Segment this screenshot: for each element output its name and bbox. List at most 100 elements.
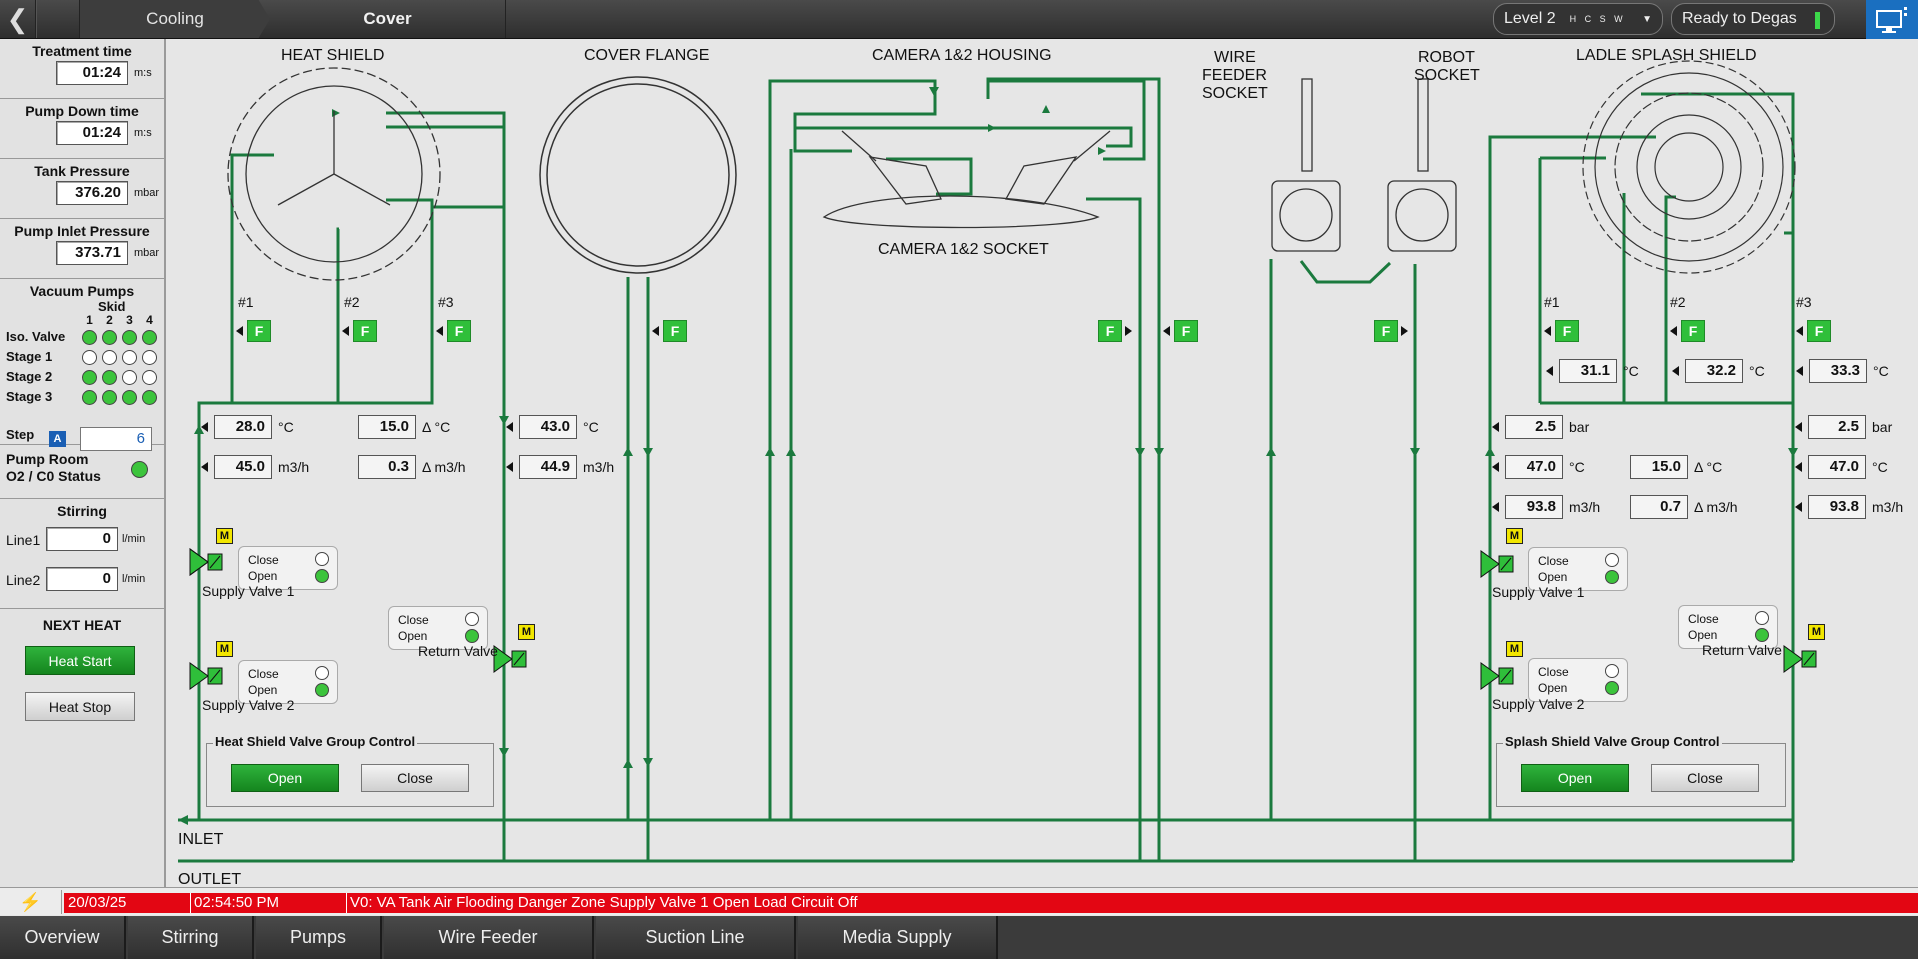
splash-shield-open-button[interactable]: Open [1521, 764, 1629, 792]
close-indicator [315, 552, 329, 566]
flow-badge-hs1[interactable]: F [247, 320, 271, 342]
flow-badge-camera2[interactable]: F [1174, 320, 1198, 342]
open-indicator [1605, 570, 1619, 584]
hs-return-valve-icon[interactable] [492, 644, 528, 674]
pump-status-indicator [82, 370, 97, 385]
heat-start-button[interactable]: Heat Start [25, 646, 135, 675]
tab-overview[interactable]: Overview [0, 916, 126, 959]
tab-pumps[interactable]: Pumps [256, 916, 382, 959]
flow-badge-hs3[interactable]: F [447, 320, 471, 342]
hs-outlet-temp-unit: °C [583, 419, 599, 435]
pump-status-indicator [122, 390, 137, 405]
hs-delta-flow-unit: Δ m3/h [422, 459, 466, 475]
ladle-temp-2: 32.2°C [1672, 359, 1765, 383]
ladle-supply-valve-1-icon[interactable] [1479, 549, 1515, 579]
tab-wire-feeder[interactable]: Wire Feeder [384, 916, 594, 959]
splash-shield-close-button[interactable]: Close [1651, 764, 1759, 792]
heat-stop-button[interactable]: Heat Stop [25, 692, 135, 721]
pump-status-indicator [142, 350, 157, 365]
open-indicator [465, 629, 479, 643]
wire-feeder-line1: WIRE [1214, 49, 1256, 66]
ladle-delta-temp-unit: Δ °C [1694, 459, 1723, 475]
cooling-diagram: HEAT SHIELD COVER FLANGE CAMERA 1&2 HOUS… [166, 39, 1918, 888]
hs-supply-valve-1-icon[interactable] [188, 547, 224, 577]
breadcrumb-cover: Cover [270, 0, 506, 38]
back-arrow-icon[interactable]: ❮ [0, 0, 36, 38]
open-label: Open [248, 569, 278, 583]
inlet-label: INLET [178, 831, 224, 848]
camera-socket-title: CAMERA 1&2 SOCKET [878, 241, 1049, 258]
heat-shield-group-control: Heat Shield Valve Group Control Open Clo… [206, 734, 494, 807]
ready-to-degas-button[interactable]: Ready to Degas [1671, 3, 1835, 35]
close-label: Close [1688, 612, 1719, 626]
hs-inlet-flow-unit: m3/h [278, 459, 310, 475]
pump-status-indicator [142, 330, 157, 345]
hs-return-manual-badge: M [518, 624, 535, 640]
close-label: Close [248, 553, 279, 567]
flow-badge-ladle1[interactable]: F [1555, 320, 1579, 342]
alarm-message: V0: VA Tank Air Flooding Danger Zone Sup… [350, 894, 858, 911]
tab-media-supply[interactable]: Media Supply [798, 916, 998, 959]
ladle-outlet-temp: 47.0°C [1795, 455, 1888, 479]
wire-feeder-line3: SOCKET [1202, 85, 1268, 102]
open-label: Open [248, 683, 278, 697]
flow-badge-camera[interactable]: F [1098, 320, 1122, 342]
ladle-temp-3-unit: °C [1873, 363, 1889, 379]
tab-stirring[interactable]: Stirring [128, 916, 254, 959]
next-heat-title: NEXT HEAT [42, 617, 122, 633]
ladle-return-valve-icon[interactable] [1782, 644, 1818, 674]
breadcrumb-cooling[interactable]: Cooling [80, 0, 270, 38]
skid-col-1: 1 [86, 313, 93, 327]
heat-shield-open-button[interactable]: Open [231, 764, 339, 792]
hs-delta-temp-unit: Δ °C [422, 419, 451, 435]
splash-shield-group-control: Splash Shield Valve Group Control Open C… [1496, 734, 1786, 807]
ladle-outlet-flow-unit: m3/h [1872, 499, 1904, 515]
step-mode-badge[interactable]: A [49, 431, 66, 447]
flow-badge-ladle3[interactable]: F [1807, 320, 1831, 342]
wire-feeder-line2: FEEDER [1202, 67, 1267, 84]
heat-shield-close-button[interactable]: Close [361, 764, 469, 792]
flow-badge-hs2[interactable]: F [353, 320, 377, 342]
hs-inlet-temp-unit: °C [278, 419, 294, 435]
header-spacer [36, 0, 80, 38]
stirring-line2-value: 0 [46, 567, 118, 591]
ready-label: Ready to Degas [1682, 10, 1797, 27]
ladle-temp-3: 33.3°C [1796, 359, 1889, 383]
level-dropdown[interactable]: Level 2 H C S W ▼ [1493, 3, 1663, 35]
pump-status-indicator [142, 390, 157, 405]
pump-inlet-unit: mbar [134, 247, 160, 259]
flow-arrow-icon [236, 326, 243, 336]
hs-return-label: Return Valve [418, 643, 498, 659]
ladle-supply2-manual-badge: M [1506, 641, 1523, 657]
flow-badge-ladle2[interactable]: F [1681, 320, 1705, 342]
pump-status-indicator [122, 370, 137, 385]
ladle-supply1-label: Supply Valve 1 [1492, 584, 1585, 600]
hs-supply-valve-2-icon[interactable] [188, 661, 224, 691]
monitor-icon[interactable] [1866, 0, 1918, 39]
alarm-message-row[interactable]: 20/03/25 02:54:50 PM V0: VA Tank Air Flo… [64, 893, 1918, 913]
pipe-schematic [178, 60, 1798, 863]
ladle-supply-valve-2-icon[interactable] [1479, 661, 1515, 691]
skid-col-3: 3 [126, 313, 133, 327]
flow-badge-flange[interactable]: F [663, 320, 687, 342]
stirring-title: Stirring [57, 503, 107, 519]
flow-badge-robot[interactable]: F [1374, 320, 1398, 342]
heat-shield-group-title: Heat Shield Valve Group Control [213, 734, 418, 749]
hs-supply2-manual-badge: M [216, 641, 233, 657]
ladle-circuit-3: #3 [1796, 294, 1812, 310]
lightning-icon[interactable]: ⚡ [0, 890, 62, 914]
tab-suction-line[interactable]: Suction Line [596, 916, 796, 959]
pump-row-label: Iso. Valve [6, 329, 66, 344]
flow-arrow-icon [1163, 326, 1170, 336]
open-indicator [315, 569, 329, 583]
heat-shield-title: HEAT SHIELD [281, 47, 385, 64]
